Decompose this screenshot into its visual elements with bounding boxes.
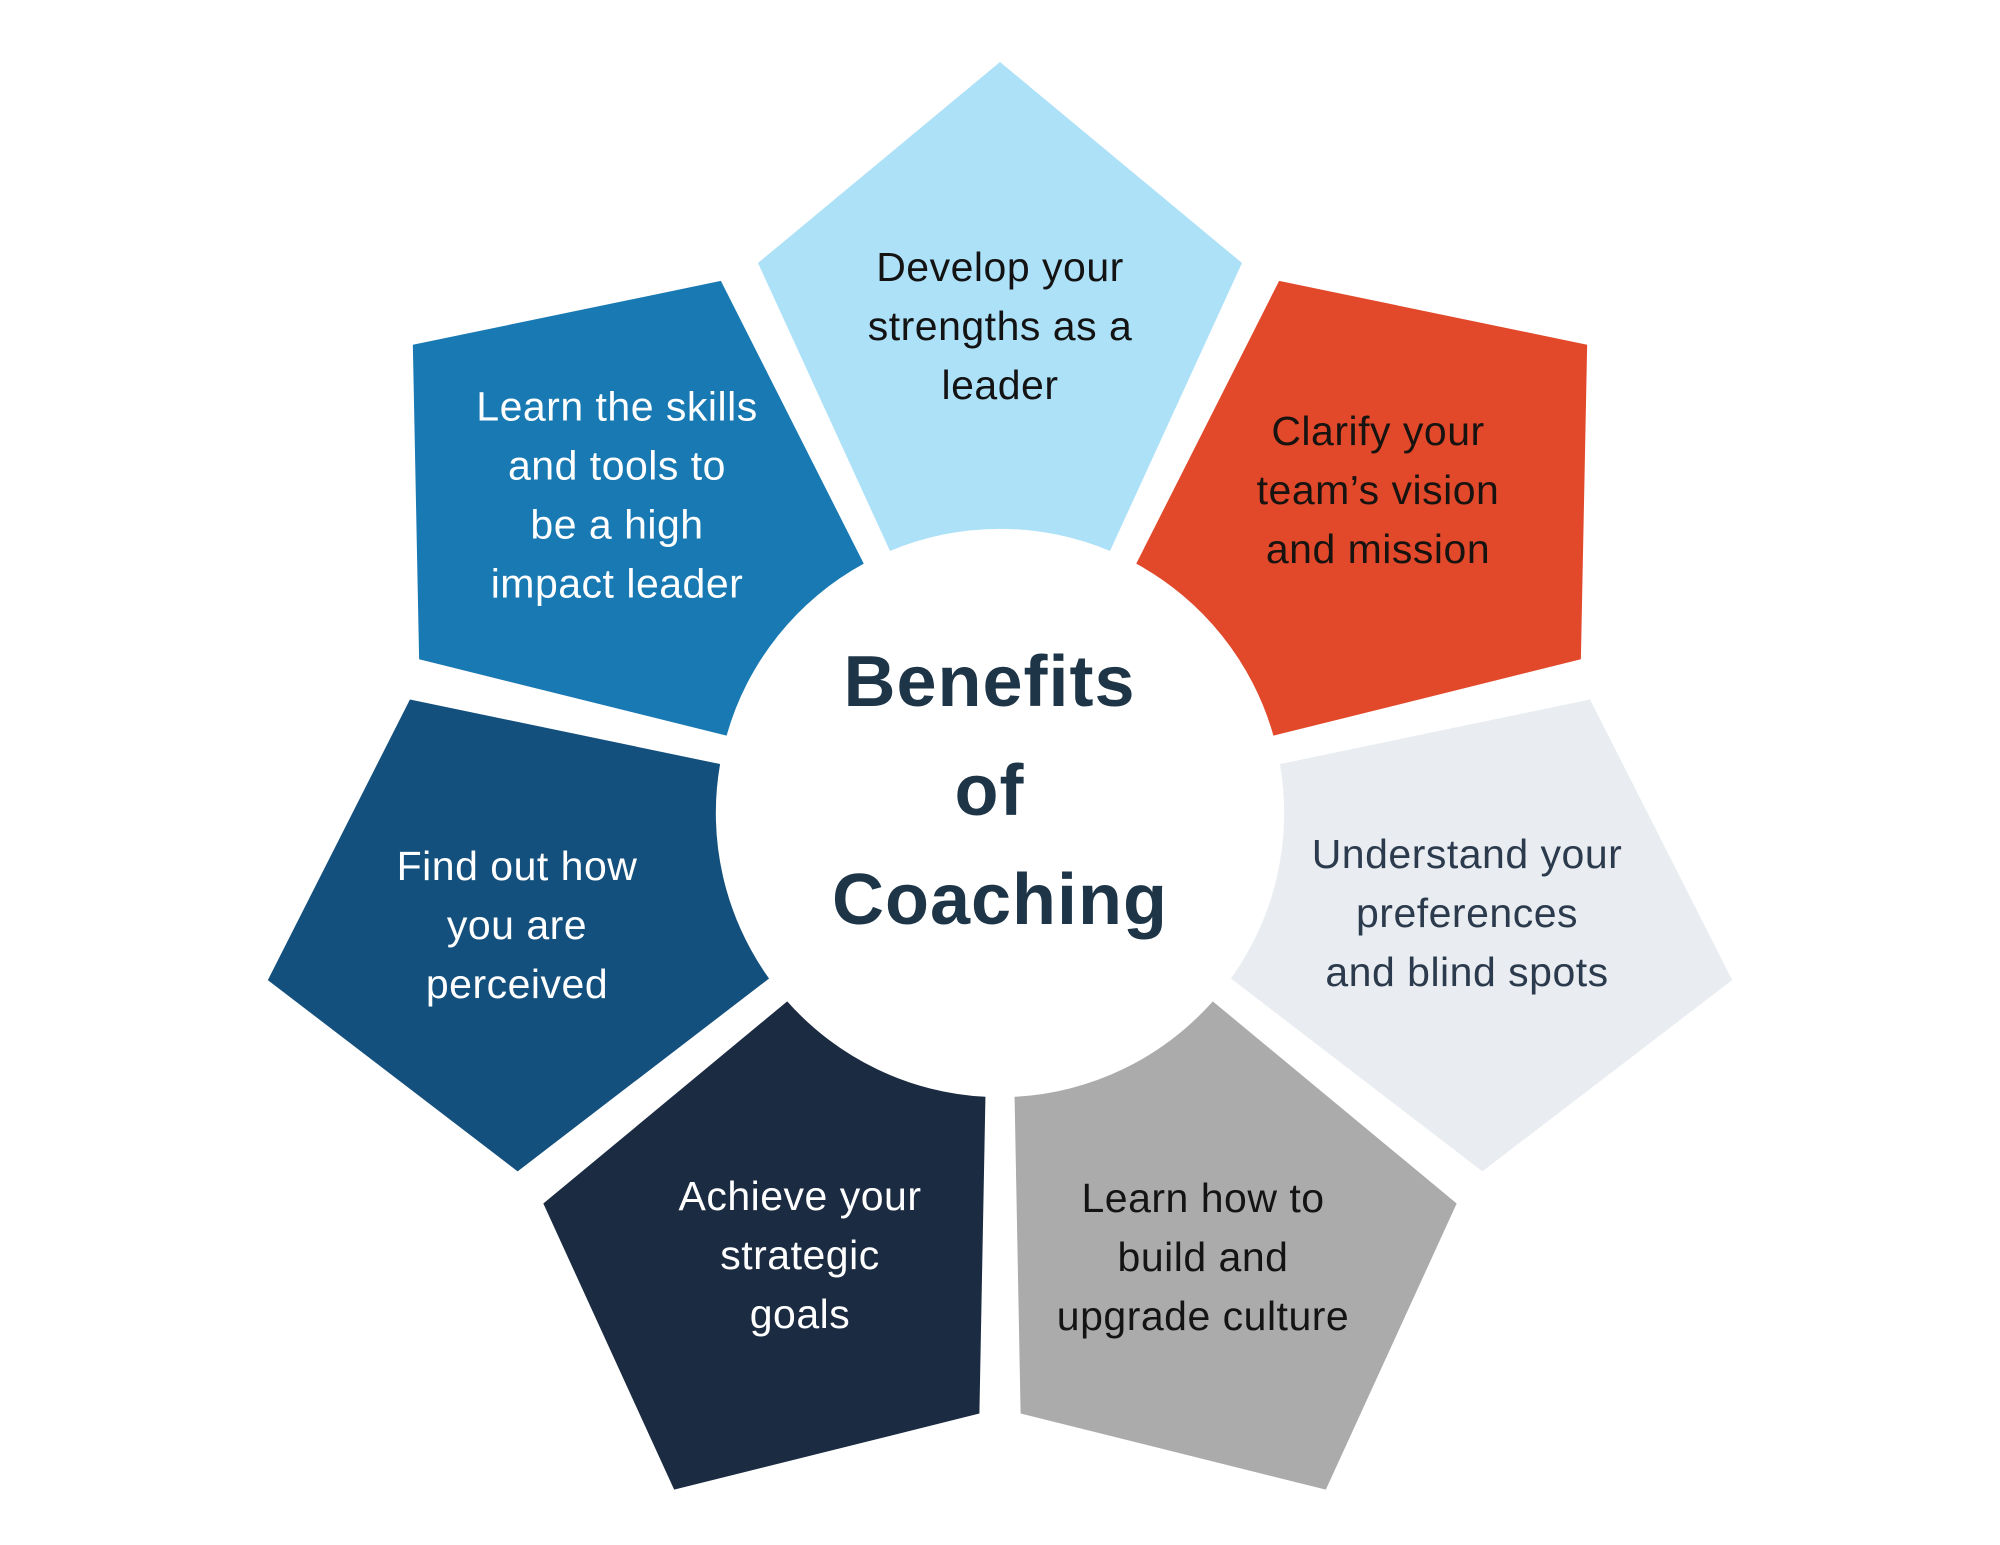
petal-achieve-goals-shape [543, 1001, 986, 1490]
petal-label-line: Achieve your [678, 1173, 921, 1219]
petal-label-line: Develop your [876, 244, 1124, 290]
petal-clarify-vision: Clarify your team’s vision and mission [1136, 280, 1588, 736]
petal-label-line: Learn how to [1081, 1175, 1324, 1221]
diagram-title: Benefits of Coaching [832, 642, 1168, 940]
petal-understand-preferences-shape [1230, 699, 1733, 1172]
petal-build-culture-shape [1014, 1001, 1457, 1490]
petal-label-line: impact leader [491, 561, 744, 607]
petal-clarify-vision-label: Clarify your team’s vision and mission [1257, 408, 1500, 572]
petal-label-line: Understand your [1312, 831, 1623, 877]
petal-develop-strengths-shape [758, 62, 1242, 551]
petal-label-line: Find out how [397, 843, 638, 889]
petal-label-line: team’s vision [1257, 467, 1500, 513]
petal-understand-preferences: Understand your preferences and blind spot… [1230, 699, 1733, 1172]
petal-label-line: you are [447, 902, 587, 948]
petal-label-line: and tools to [508, 443, 726, 489]
petal-label-line: Clarify your [1271, 408, 1484, 454]
petal-achieve-goals: Achieve your strategic goals [543, 1001, 986, 1490]
petal-label-line: strengths as a [868, 303, 1133, 349]
petal-label-line: and blind spots [1325, 949, 1608, 995]
petal-skills-tools-shape [412, 280, 864, 736]
petal-understand-preferences-label: Understand your preferences and blind spot… [1312, 831, 1623, 995]
title-line: of [955, 751, 1025, 831]
petal-achieve-goals-label: Achieve your strategic goals [678, 1173, 921, 1337]
petal-develop-strengths-label: Develop your strengths as a leader [868, 244, 1133, 408]
petal-label-line: Learn the skills [476, 384, 757, 430]
petal-skills-tools-label: Learn the skills and tools to be a high imp… [476, 384, 757, 607]
petal-build-culture-label: Learn how to build and upgrade culture [1057, 1175, 1349, 1339]
petal-label-line: leader [942, 362, 1059, 408]
petal-label-line: strategic [720, 1232, 879, 1278]
petal-label-line: build and [1118, 1234, 1289, 1280]
petal-build-culture: Learn how to build and upgrade culture [1014, 1001, 1457, 1490]
petal-label-line: perceived [426, 961, 608, 1007]
petal-label-line: and mission [1266, 526, 1490, 572]
petal-how-you-are-perceived-shape [267, 699, 770, 1172]
title-line: Benefits [843, 642, 1135, 722]
petal-clarify-vision-shape [1136, 280, 1588, 736]
petal-layer: Develop your strengths as a leaderClarify … [267, 62, 1733, 1490]
petal-how-you-are-perceived: Find out how you are perceived [267, 699, 770, 1172]
petal-label-line: upgrade culture [1057, 1293, 1349, 1339]
petal-develop-strengths: Develop your strengths as a leader [758, 62, 1242, 551]
petal-label-line: goals [750, 1291, 851, 1337]
petal-skills-tools: Learn the skills and tools to be a high imp… [412, 280, 864, 736]
petal-label-line: preferences [1356, 890, 1578, 936]
title-line: Coaching [832, 860, 1168, 940]
petal-how-you-are-perceived-label: Find out how you are perceived [397, 843, 638, 1007]
petal-label-line: be a high [530, 502, 703, 548]
